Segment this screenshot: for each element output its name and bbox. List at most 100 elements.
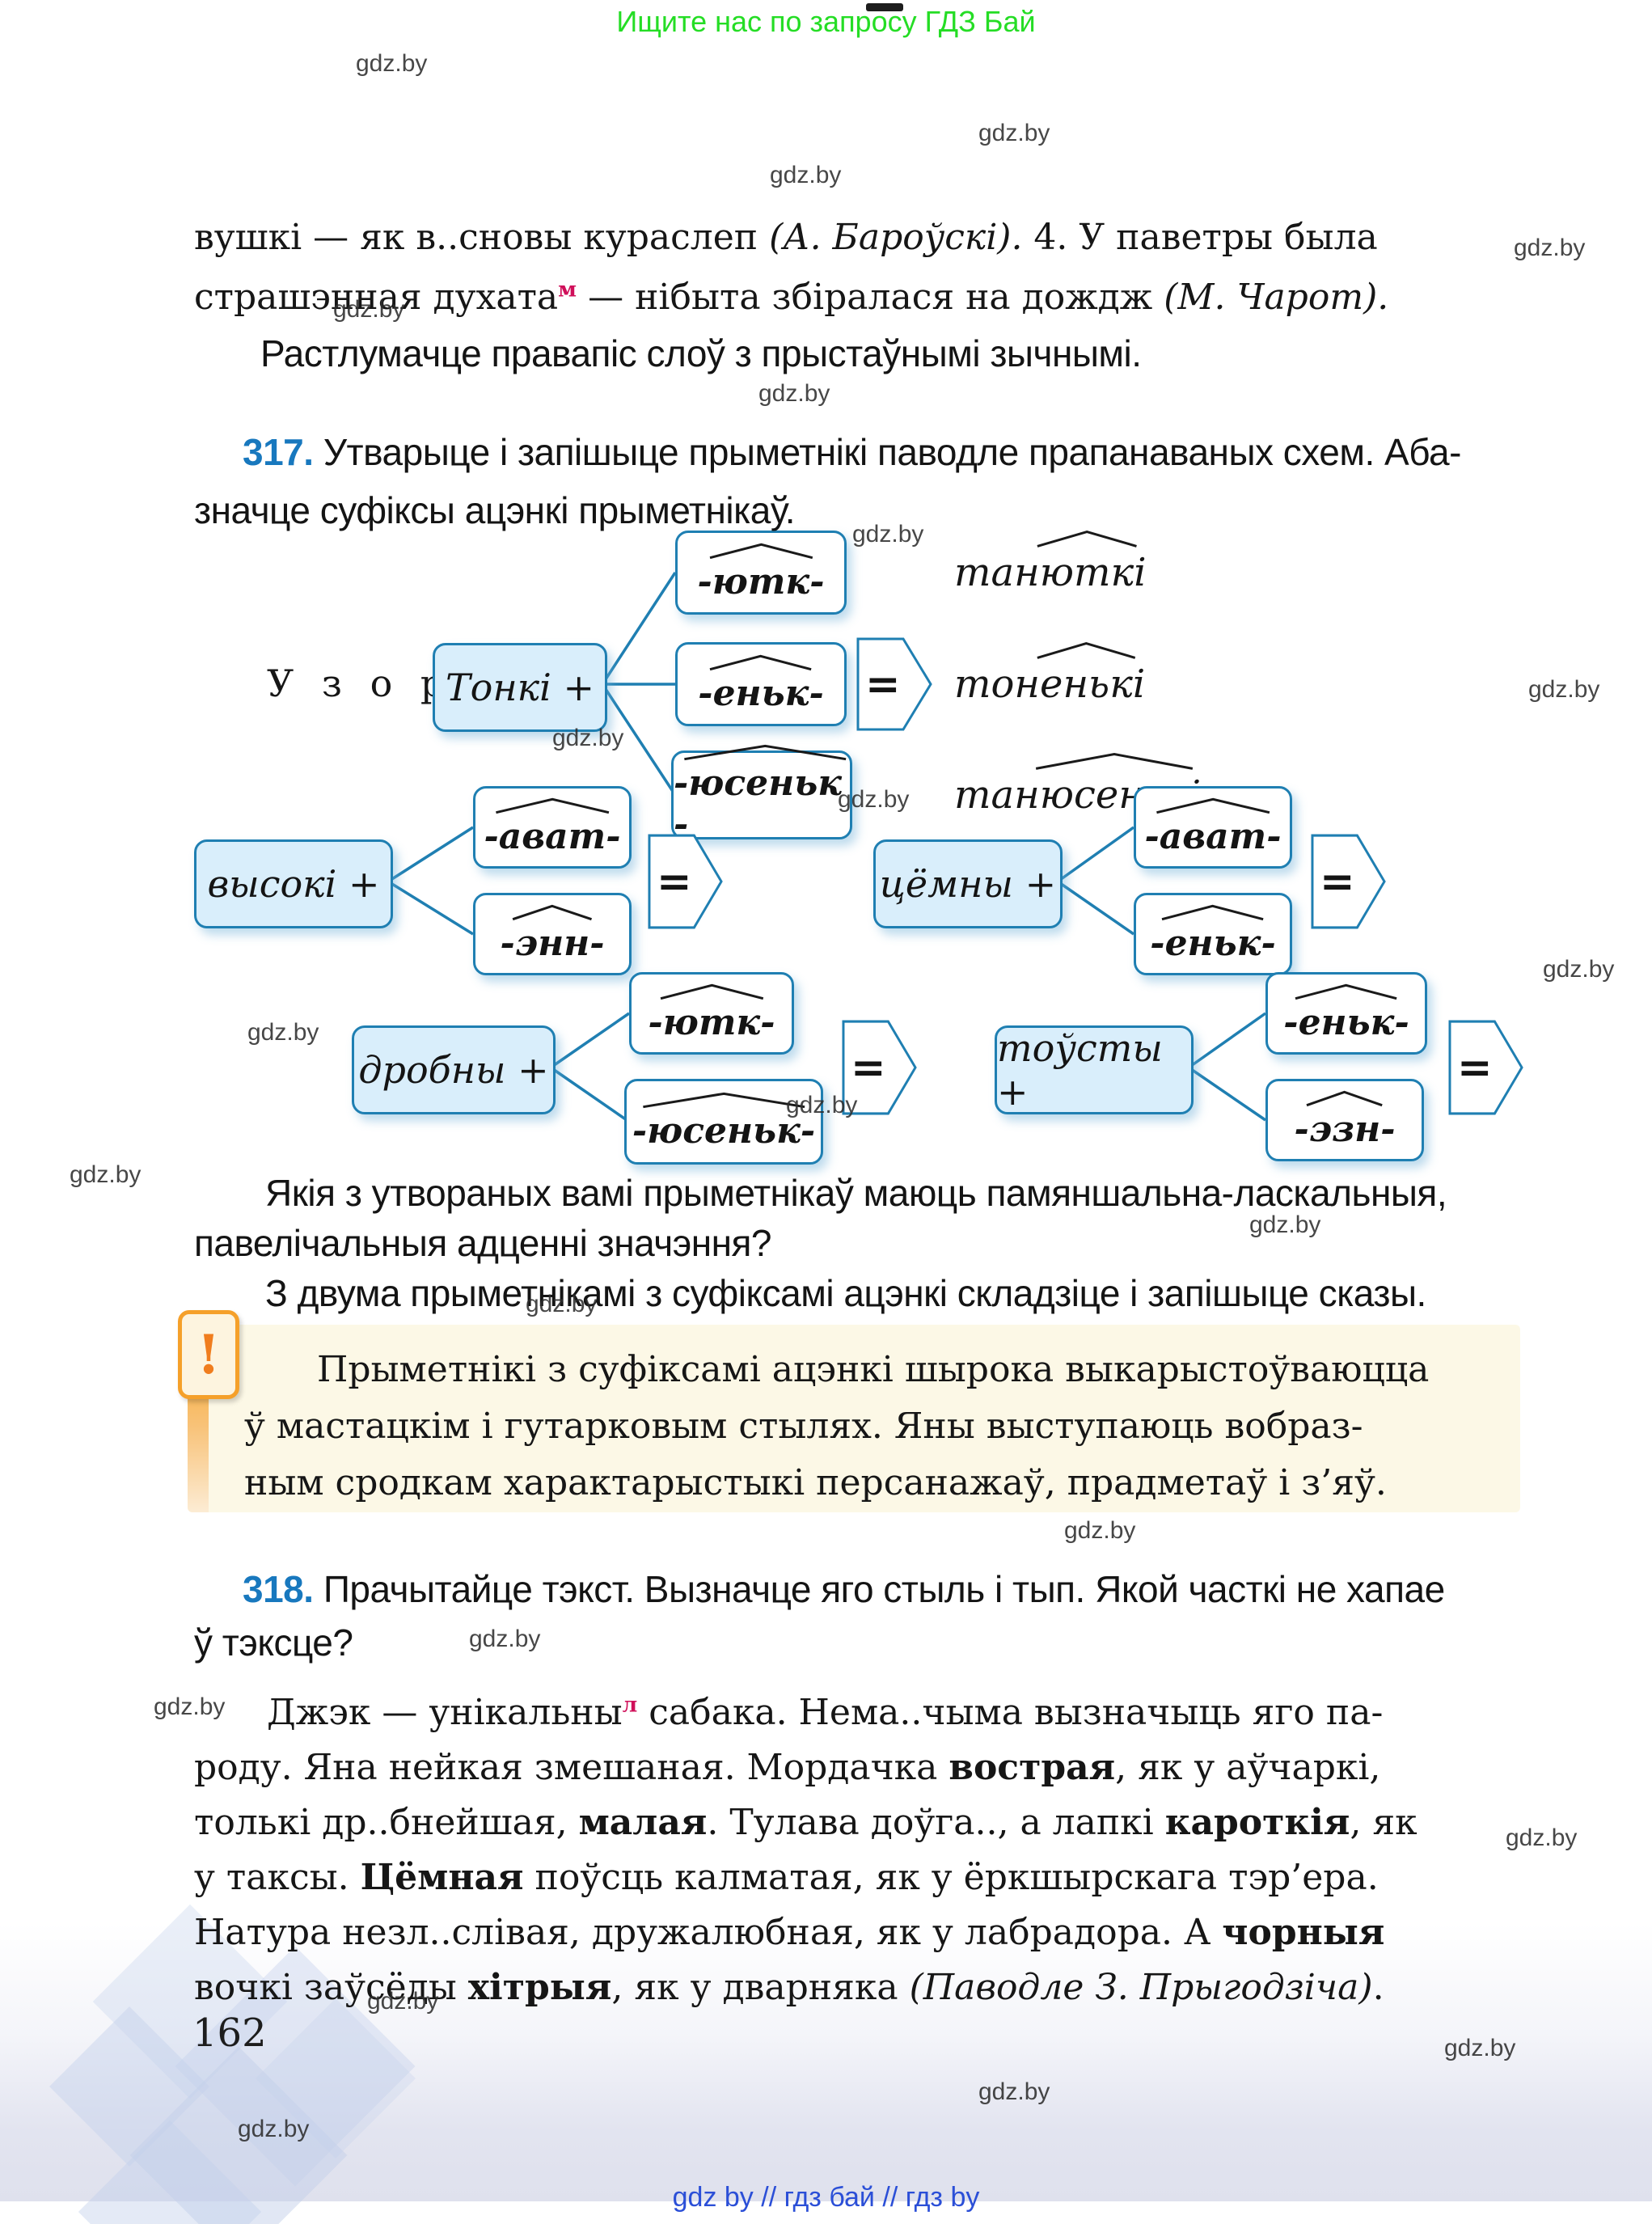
stem-word: цёмны + xyxy=(879,862,1057,906)
roofed-suffix: ютк xyxy=(663,1002,760,1043)
stem-box-vysoki: высокі + xyxy=(194,839,393,928)
equals-sign: = xyxy=(851,1042,886,1093)
gdz-watermark: gdz.by xyxy=(786,1092,858,1118)
morpheme-mark: л xyxy=(622,1692,638,1718)
gdz-watermark: gdz.by xyxy=(978,120,1050,146)
promo-banner: Ищите нас по запросу ГДЗ Бай xyxy=(616,5,1036,38)
stem-box-ciomny: цёмны + xyxy=(873,839,1063,928)
text-segment: у таксы. xyxy=(194,1857,361,1898)
gdz-watermark: gdz.by xyxy=(852,521,924,548)
gdz-watermark: gdz.by xyxy=(1543,956,1615,983)
gdz-watermark: gdz.by xyxy=(1514,235,1586,261)
note-text-line: Прыметнікі з суфіксамі ацэнкі шырока вык… xyxy=(317,1349,1430,1390)
suffix-box: -юсеньк- xyxy=(624,1079,823,1165)
roofed-suffix: энн xyxy=(515,923,590,964)
suffix-post: - xyxy=(800,1110,816,1152)
stem-word: высокі + xyxy=(207,862,380,906)
equals-sign: = xyxy=(1320,856,1355,907)
word-part: тан xyxy=(954,772,1040,818)
roof-icon xyxy=(1304,1090,1384,1106)
suffix-post: - xyxy=(1394,1001,1409,1043)
gdz-watermark: gdz.by xyxy=(367,1988,439,2015)
roofed-suffix: эзн xyxy=(1309,1109,1381,1150)
text-segment: Джэк — унікальны xyxy=(267,1692,623,1733)
note-text-line: ным сродкам характарыстыкі персанажаў, п… xyxy=(244,1462,1387,1503)
text-segment: , як xyxy=(1350,1802,1418,1843)
roof-icon xyxy=(1292,983,1400,1000)
suffix-letters: энн xyxy=(514,922,590,964)
gdz-watermark: gdz.by xyxy=(154,1693,226,1720)
suffix-post: - xyxy=(1261,922,1276,964)
text-segment: . Тулава доўга.., а лапкі xyxy=(707,1802,1165,1843)
exercise-text-line: вушкі — як в..сновы кураслеп (А. Бароўск… xyxy=(194,217,1378,258)
roofed-suffix: еньк xyxy=(1299,1002,1395,1043)
suffix-box: -ютк- xyxy=(629,972,794,1055)
gdz-watermark: gdz.by xyxy=(469,1626,541,1652)
text-segment: вочкі заўсёды xyxy=(194,1967,468,2008)
dog-text-line: Натура незл..слівая, дружалюбная, як у л… xyxy=(194,1912,1384,1953)
suffix-pre: - xyxy=(1294,1108,1309,1150)
footer-links[interactable]: gdz by // гдз бай // гдз by xyxy=(672,2182,980,2213)
author-italic: (А. Бароўскі). xyxy=(769,217,1023,258)
roofed-suffix: ютк xyxy=(712,561,809,603)
gdz-watermark: gdz.by xyxy=(552,725,624,751)
roofed-suffix: юсеньк xyxy=(647,1110,801,1152)
suffix-post: - xyxy=(1266,815,1282,857)
gdz-watermark: gdz.by xyxy=(247,1019,319,1046)
suffix-post: - xyxy=(1380,1108,1396,1150)
text-segment: — нібыта збіралася на дождж xyxy=(577,277,1164,318)
suffix-box: -юсеньк- xyxy=(671,750,852,845)
suffix-post: - xyxy=(760,1001,775,1043)
roof-icon xyxy=(1031,752,1198,770)
gdz-watermark: gdz.by xyxy=(1444,2035,1516,2061)
suffix-post: - xyxy=(809,560,825,603)
exercise-number: 317. xyxy=(243,431,314,473)
text-segment: Натура незл..слівая, дружалюбная, як у л… xyxy=(194,1912,1223,1953)
gdz-watermark: gdz.by xyxy=(838,786,910,813)
gdz-watermark: gdz.by xyxy=(758,380,830,407)
sample-label: У з о р. xyxy=(267,662,472,705)
text-segment: толькі др..бнейшая, xyxy=(194,1802,579,1843)
text-segment: Утварыце і запішыце прыметнікі паводле п… xyxy=(323,431,1462,473)
morpheme-mark: м xyxy=(558,277,577,302)
gdz-watermark: gdz.by xyxy=(1064,1517,1136,1544)
suffix-pre: - xyxy=(1283,1001,1299,1043)
suffix-post: - xyxy=(606,815,621,857)
bold-adjective: кароткія xyxy=(1164,1802,1350,1843)
exercise-number: 318. xyxy=(243,1568,314,1610)
exclamation-icon: ! xyxy=(178,1310,239,1399)
word-part: і xyxy=(1134,550,1147,595)
suffix-pre: - xyxy=(500,922,515,964)
dog-text-line: толькі др..бнейшая, малая. Тулава доўга.… xyxy=(194,1802,1418,1843)
gdz-watermark: gdz.by xyxy=(770,162,842,188)
page-number: 162 xyxy=(192,2010,267,2056)
exercise-318-line2: ў тэксце? xyxy=(194,1621,353,1664)
suffix-pre: - xyxy=(674,763,689,804)
suffix-pre: - xyxy=(484,815,499,857)
stem-word: дробны + xyxy=(358,1048,549,1092)
suffix-post: - xyxy=(589,922,605,964)
exercise-317-line2: значце суфіксы ацэнкі прыметнікаў. xyxy=(194,489,796,531)
roof-icon xyxy=(707,654,814,670)
text-segment: . xyxy=(1372,1967,1384,2008)
exercise-text-line: страшэнная духатам — нібыта збіралася на… xyxy=(194,277,1388,318)
roof-icon xyxy=(679,744,851,760)
exercise-317-line1: 317. Утварыце і запішыце прыметнікі паво… xyxy=(243,430,1461,474)
task-line: Растлумачце правапіс слоў з прыстаўнымі … xyxy=(260,332,1142,374)
text-segment: сабака. Нема..чыма вызначыць яго па- xyxy=(637,1692,1384,1733)
suffix-pre: - xyxy=(1144,815,1160,857)
gdz-watermark: gdz.by xyxy=(526,1291,598,1317)
stem-box-tousty: тоўсты + xyxy=(995,1025,1194,1114)
question-line: З двума прыметнікамі з суфіксамі ацэнкі … xyxy=(265,1272,1426,1314)
rule-note-box xyxy=(188,1325,1520,1512)
gdz-watermark: gdz.by xyxy=(356,50,428,77)
word-part: ютк xyxy=(1039,550,1134,595)
dog-text-line: вочкі заўсёды хітрыя, як у дварняка (Пав… xyxy=(194,1967,1384,2008)
equals-sign: = xyxy=(657,856,692,907)
suffix-pre: - xyxy=(697,560,712,603)
note-text-line: ў мастацкім і гутарковым стылях. Яны выс… xyxy=(244,1406,1363,1447)
suffix-post: - xyxy=(809,672,824,714)
suffix-box: -энн- xyxy=(473,893,632,975)
suffix-box: -ават- xyxy=(1134,786,1292,869)
